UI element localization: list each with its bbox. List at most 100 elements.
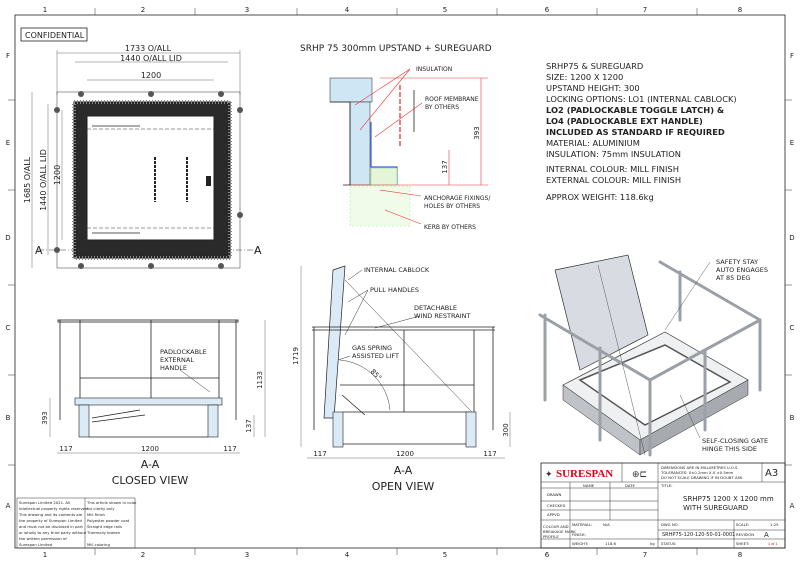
upstand-detail: SRHP 75 300mm UPSTAND + SUREGUARD INSULA… bbox=[300, 44, 492, 231]
dim-mid: 1200 bbox=[396, 450, 414, 458]
column-label: 2 bbox=[141, 551, 145, 559]
label-insulation: INSULATION bbox=[416, 66, 452, 73]
view-title: A-A bbox=[394, 464, 413, 477]
brand-logo: SURESPAN bbox=[556, 468, 613, 480]
note-line: for clarity only bbox=[87, 506, 115, 511]
colour-label: BREAKAGE MARK bbox=[543, 529, 576, 534]
label-pull-handles: PULL HANDLES bbox=[370, 286, 419, 294]
dim-393: 393 bbox=[473, 126, 481, 139]
label-handle: PADLOCKABLE bbox=[160, 348, 207, 356]
row-label: A bbox=[6, 502, 11, 510]
column-label: 1 bbox=[43, 551, 47, 559]
label-roof-membrane: BY OTHERS bbox=[425, 104, 459, 111]
label-anchorage: ANCHORAGE FIXINGS/ bbox=[424, 195, 491, 202]
status-label: STATUS: bbox=[661, 541, 677, 546]
column-label: 8 bbox=[738, 6, 742, 14]
colour-label: COLOUR AND bbox=[543, 524, 569, 529]
note-line: and must not be disclosed in part bbox=[19, 524, 83, 529]
dim-opening-depth: 1200 bbox=[53, 165, 62, 185]
note-line: intellectual property rights reserved. bbox=[19, 506, 89, 511]
spec-line: LOCKING OPTIONS: LO1 (INTERNAL CABLOCK) bbox=[546, 94, 737, 104]
dim-137: 137 bbox=[245, 419, 253, 432]
column-label: 7 bbox=[643, 6, 647, 14]
note-line: This article shown in color bbox=[86, 500, 137, 505]
spec-line: INSULATION: 75mm INSULATION bbox=[546, 149, 681, 159]
plan-view: 1733 O/ALL 1440 O/ALL LID 1200 1685 O/AL… bbox=[23, 44, 262, 269]
dim-lid-width: 1440 O/ALL LID bbox=[120, 54, 182, 63]
section-marker-left: A bbox=[35, 244, 43, 257]
projection-symbol-icon: ⊕⊏ bbox=[632, 469, 647, 479]
scale-value: 1:25 bbox=[770, 522, 779, 527]
view-title: OPEN VIEW bbox=[372, 480, 435, 493]
column-label: 5 bbox=[443, 6, 447, 14]
view-title: A-A bbox=[141, 458, 160, 471]
general-note: DIMENSIONS ARE IN MILLIMETRES U.O.S bbox=[661, 465, 738, 470]
spec-line: SIZE: 1200 X 1200 bbox=[546, 72, 623, 82]
dim-right: 117 bbox=[483, 450, 496, 458]
row-label: D bbox=[5, 234, 10, 242]
label-handle: EXTERNAL bbox=[160, 356, 194, 364]
note-line: Polyester powder coat bbox=[87, 518, 130, 523]
column-label: 5 bbox=[443, 551, 447, 559]
drawing-title: WITH SUREGUARD bbox=[683, 504, 748, 512]
row-label: F bbox=[790, 52, 794, 60]
spec-line: INTERNAL COLOUR: MILL FINISH bbox=[546, 164, 679, 174]
notes-block: Surespan Limited 2021. All intellectual … bbox=[16, 497, 137, 549]
spec-line: EXTERNAL COLOUR: MILL FINISH bbox=[546, 175, 681, 185]
label-safety-stay: AT 85 DEG bbox=[716, 274, 750, 282]
label-anchorage: HOLES BY OTHERS bbox=[424, 203, 480, 210]
dim-mid: 1200 bbox=[141, 445, 159, 453]
row-label: B bbox=[6, 414, 11, 422]
dwg-number: SRHP75-120-120-50-01-0001 bbox=[662, 532, 735, 538]
note-line: Surespan Limited bbox=[19, 542, 53, 547]
label-roof-membrane: ROOF MEMBRANE bbox=[425, 96, 479, 103]
drawing-title: SRHP75 1200 X 1200 mm bbox=[683, 495, 774, 503]
label-gas-spring: GAS SPRING bbox=[352, 344, 392, 352]
label-handle: HANDLE bbox=[160, 364, 187, 372]
confidential-label: CONFIDENTIAL bbox=[25, 31, 85, 40]
sheet-label: SHEET: bbox=[736, 541, 749, 546]
spec-line: LO2 (PADLOCKABLE TOGGLE LATCH) & bbox=[546, 105, 724, 115]
sheet-border: 1 2 3 4 5 6 7 8 1 2 3 4 5 6 7 8 F E D C … bbox=[5, 6, 794, 559]
row-label: B bbox=[790, 414, 795, 422]
note-line: Surespan Limited 2021. All bbox=[19, 500, 70, 505]
dim-lid-depth: 1440 O/ALL LID bbox=[39, 149, 48, 211]
weight-label: WEIGHT: bbox=[572, 541, 588, 546]
note-line: the property of Surespan Limited bbox=[19, 518, 82, 523]
note-line: Thermally broken bbox=[86, 530, 121, 535]
column-label: 6 bbox=[545, 6, 550, 14]
column-label: 3 bbox=[245, 6, 249, 14]
column-label: 6 bbox=[545, 551, 550, 559]
spec-line: UPSTAND HEIGHT: 300 bbox=[546, 83, 640, 93]
dwg-label: DWG NO. bbox=[661, 522, 679, 527]
row-label: F bbox=[6, 52, 10, 60]
label-restraint: DETACHABLE bbox=[414, 304, 457, 312]
label-gate: SELF-CLOSING GATE bbox=[702, 437, 768, 445]
dim-137: 137 bbox=[441, 160, 449, 173]
closed-view: PADLOCKABLE EXTERNAL HANDLE 1133 393 137… bbox=[41, 319, 266, 487]
row-label: C bbox=[6, 324, 11, 332]
column-label: 2 bbox=[141, 6, 145, 14]
label-safety-stay: SAFETY STAY bbox=[716, 258, 758, 266]
row-label: E bbox=[790, 139, 794, 147]
row-label: C bbox=[790, 324, 795, 332]
note-line: Mill coloring bbox=[87, 542, 110, 547]
dim-left: 117 bbox=[59, 445, 72, 453]
material-value: N/A bbox=[603, 522, 610, 527]
sheet-size: A3 bbox=[765, 468, 778, 479]
column-label: 7 bbox=[643, 551, 647, 559]
label-cablock: INTERNAL CABLOCK bbox=[364, 266, 430, 274]
row-label: CHECKED bbox=[547, 503, 565, 508]
dim-300: 300 bbox=[502, 423, 510, 436]
row-label: DRAWN bbox=[547, 492, 562, 497]
row-label: D bbox=[789, 234, 794, 242]
note-line: Straight edge rails bbox=[87, 524, 122, 529]
open-view: INTERNAL CABLOCK PULL HANDLES DETACHABLE… bbox=[292, 265, 511, 493]
note-line: Mill finish bbox=[87, 512, 105, 517]
view-title: CLOSED VIEW bbox=[112, 474, 189, 487]
section-marker-right: A bbox=[254, 244, 262, 257]
sheet-value: 1 of 1 bbox=[768, 542, 778, 546]
row-label: A bbox=[790, 502, 795, 510]
col-header: DATE bbox=[625, 483, 635, 488]
colour-label: PROFILE bbox=[543, 534, 559, 539]
